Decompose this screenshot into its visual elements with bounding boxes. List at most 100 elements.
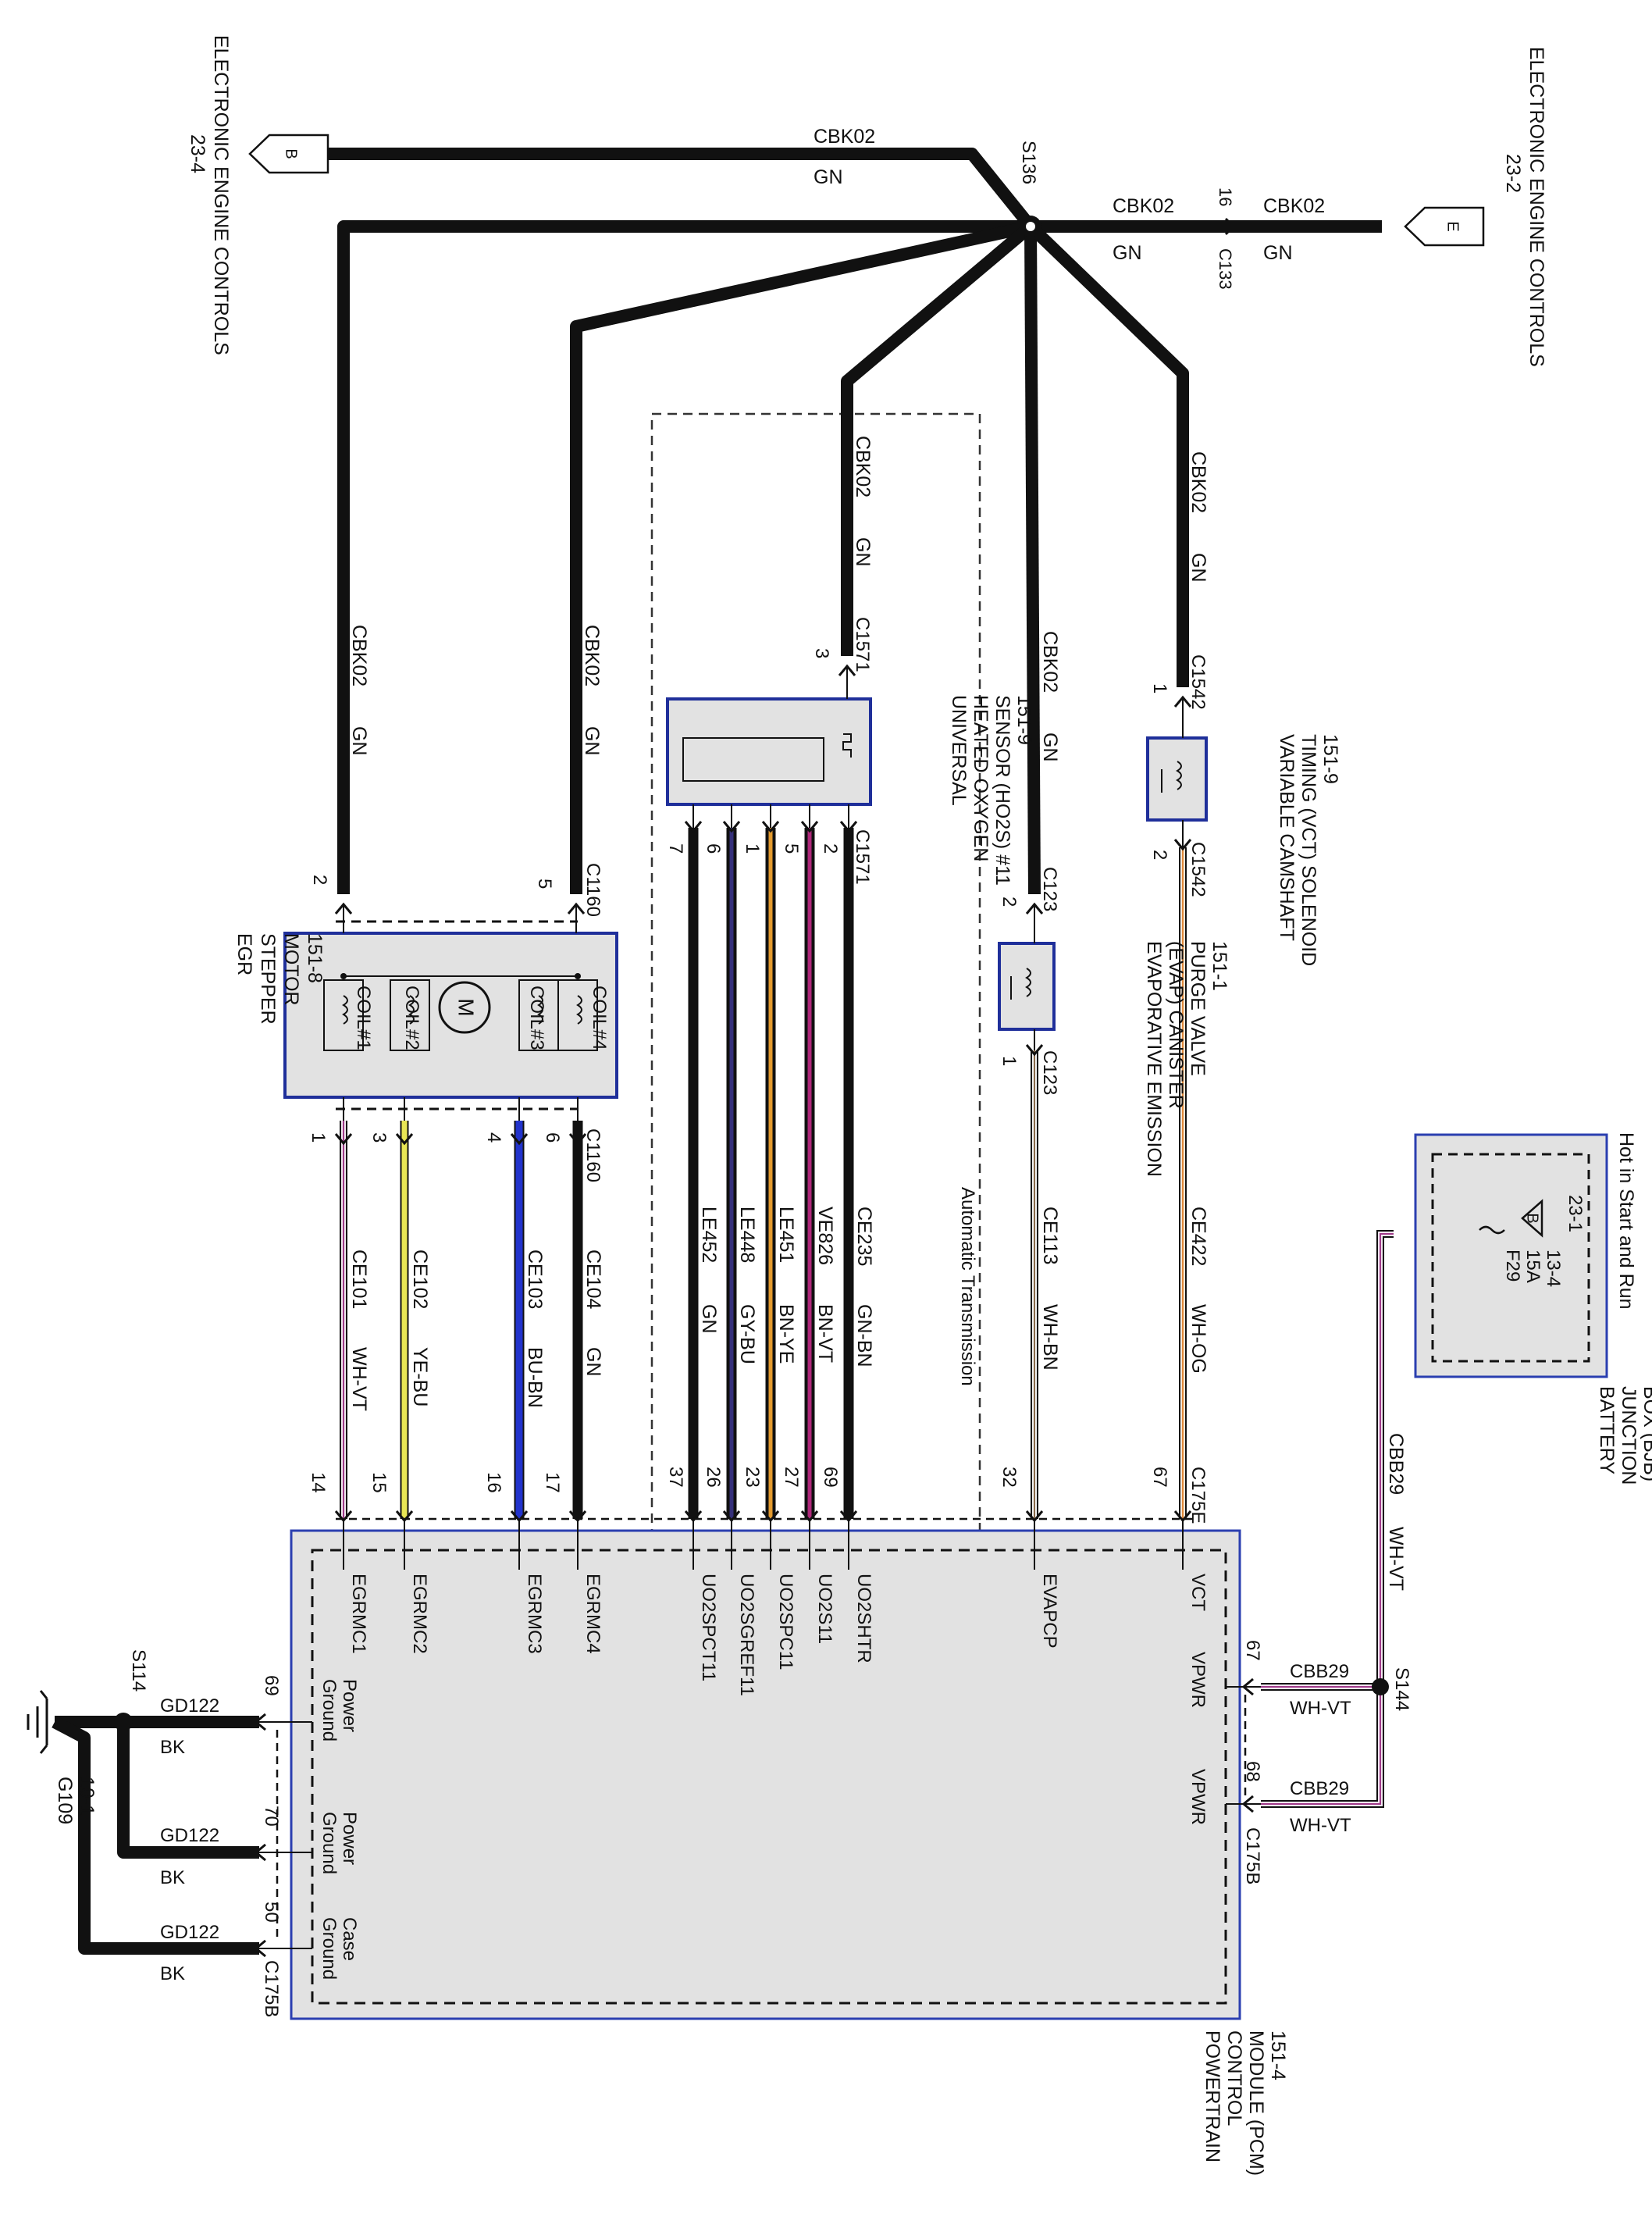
egr-bottom-pin-4: 4	[483, 1132, 504, 1143]
vct-top-connector: C1542	[1187, 654, 1209, 710]
motor-letter: M	[454, 998, 479, 1016]
ground-1-circuit: GD122	[160, 1695, 219, 1717]
vct-bottom-pin: 2	[1149, 850, 1170, 860]
wire-ce102-label: CE102YE-BU	[409, 1250, 431, 1406]
vpwr-2-color: WH-VT	[1290, 1815, 1351, 1836]
bjb-ref: 23-1	[1565, 1195, 1586, 1232]
c133-label: C133	[1216, 248, 1235, 290]
coil-1-label: COIL#1	[353, 986, 374, 1050]
fuse-symbol	[1479, 1225, 1505, 1235]
pcm-pin-15: 15	[368, 1472, 390, 1493]
pcm-caption: POWERTRAINCONTROLMODULE (PCM)151-4	[1202, 2030, 1289, 2176]
vpwr-1-color: WH-VT	[1290, 1698, 1351, 1719]
pcm-label-egrmc3: EGRMC3	[524, 1574, 545, 1654]
wire-le451-label: LE451BN-YE	[775, 1207, 797, 1364]
pcm-connector-c175e: C175E	[1187, 1467, 1209, 1524]
connector-b-letter: B	[283, 148, 300, 159]
pcm-pin-37: 37	[665, 1467, 686, 1488]
wire-b-color: GN	[814, 166, 843, 188]
pcm-pin-69: 69	[820, 1467, 841, 1488]
feed-egr2-label: CBK02GN	[581, 625, 603, 756]
connector-b: B	[248, 134, 329, 174]
wire-e-right-circuit: CBK02	[1263, 195, 1325, 217]
ho2s-top-pin-3: 3	[811, 648, 832, 658]
ground-3-color: BK	[160, 1963, 185, 1984]
wire-e-left-circuit: CBK02	[1113, 195, 1174, 217]
battery-junction-box: B	[1414, 1133, 1608, 1378]
egr-top-pin-5: 5	[534, 879, 555, 889]
ground-3-circuit: GD122	[160, 1922, 219, 1943]
connector-e: E	[1404, 206, 1485, 247]
pcm-pin-27: 27	[781, 1467, 802, 1488]
vct-top-pin: 1	[1149, 683, 1170, 693]
vpwr-pin-68: 68	[1242, 1761, 1263, 1782]
pcm-pin-67: 67	[1149, 1467, 1170, 1488]
pcm-pin-17: 17	[542, 1472, 563, 1493]
feed-vct-label: CBK02GN	[1187, 451, 1209, 583]
ecc-right-caption: ELECTRONIC ENGINE CONTROLS23-2	[1502, 47, 1547, 367]
egr-bottom-connector: C1160	[582, 1128, 603, 1182]
wire-le452-label: LE452GN	[698, 1207, 720, 1334]
egr-top-pin-2: 2	[309, 875, 330, 885]
pcm-label-power-ground-2: PowerGround	[319, 1812, 360, 1874]
coil-4-label: COIL#4	[589, 986, 610, 1050]
ho2s-pin-6: 6	[703, 843, 724, 854]
evap-caption: EVAPORATIVE EMISSION(EVAP) CANISTERPURGE…	[1143, 941, 1230, 1177]
coil-2-label: COIL#2	[401, 986, 422, 1050]
ground-wires	[328, 148, 1382, 895]
evap-purge-valve	[998, 942, 1056, 1031]
ho2s-sensor	[666, 697, 872, 806]
feed-egr1-label: CBK02GN	[348, 625, 370, 756]
pcm-label-egrmc1: EGRMC1	[348, 1574, 369, 1654]
ho2s-pin-5: 5	[781, 843, 802, 854]
egr-bottom-pin-6: 6	[542, 1132, 563, 1143]
ground-2-circuit: GD122	[160, 1825, 219, 1846]
ho2s-pin-7: 7	[665, 843, 686, 854]
wire-le448-label: LE448GY-BU	[736, 1207, 758, 1364]
fuse-label: F2915A13-4	[1502, 1250, 1564, 1287]
wire-e-left-color: GN	[1113, 242, 1142, 264]
pcm-connector-c175b-right: C175B	[1242, 1827, 1263, 1884]
splice-s136-label: S136	[1018, 141, 1039, 184]
ground-pin-70: 70	[261, 1806, 282, 1827]
evap-top-connector: C123	[1039, 867, 1060, 911]
motor-symbol	[438, 981, 491, 1034]
wire-ce101-label: CE101WH-VT	[348, 1250, 370, 1411]
ground-pin-50: 50	[261, 1902, 282, 1923]
egr-bottom-pin-3: 3	[368, 1132, 390, 1143]
wire-ve826-label: VE826BN-VT	[814, 1207, 836, 1363]
egr-top-connector: C1160	[582, 863, 603, 917]
pcm-label-uo2shtr: UO2SHTR	[853, 1574, 874, 1663]
wire-ce422-label: CE422WH-OG	[1187, 1207, 1209, 1374]
bjb-symbol-letter: B	[1524, 1213, 1541, 1223]
splice-s114-label: S114	[128, 1649, 149, 1692]
splice-s114	[114, 1713, 133, 1731]
pcm-label-evapcp: EVAPCP	[1039, 1574, 1060, 1649]
pcm-pin-16: 16	[483, 1472, 504, 1493]
automatic-transmission-note: Automatic Transmission	[957, 1187, 978, 1386]
bjb-hot-note: Hot in Start and Run	[1615, 1132, 1637, 1310]
vct-solenoid	[1146, 736, 1208, 822]
pcm-label-uo2sgref11: UO2SGREF11	[736, 1574, 757, 1696]
pcm-label-case-ground: CaseGround	[319, 1917, 360, 1980]
feed-evap-label: CBK02GN	[1039, 631, 1061, 762]
ho2s-pin-2: 2	[820, 843, 841, 854]
wire-e-right-color: GN	[1263, 242, 1293, 264]
ho2s-caption: UNIVERSALHEATED OXYGENSENSOR (HO2S) #111…	[948, 695, 1035, 886]
pcm-label-egrmc4: EGRMC4	[582, 1574, 603, 1654]
ground-2-color: BK	[160, 1867, 185, 1888]
pin-chevrons	[254, 217, 1254, 1958]
pcm-connector-c175b-left: C175B	[261, 1960, 282, 2017]
ground-wiring	[52, 1716, 259, 1955]
egr-stepper-motor: M	[283, 920, 618, 1110]
wire-ce235-label: CE235GN-BN	[853, 1207, 875, 1367]
evap-top-pin: 2	[999, 897, 1020, 907]
connector-e-letter: E	[1444, 221, 1462, 231]
bjb-caption: BATTERYJUNCTIONBOX (BJB)11-1	[1596, 1386, 1652, 1485]
evap-bottom-connector: C123	[1039, 1050, 1060, 1095]
wire-ce104-label: CE104GN	[582, 1250, 604, 1377]
ground-symbol	[27, 1690, 48, 1754]
pcm-pin-23: 23	[742, 1467, 763, 1488]
pcm-pin-14: 14	[308, 1472, 329, 1493]
